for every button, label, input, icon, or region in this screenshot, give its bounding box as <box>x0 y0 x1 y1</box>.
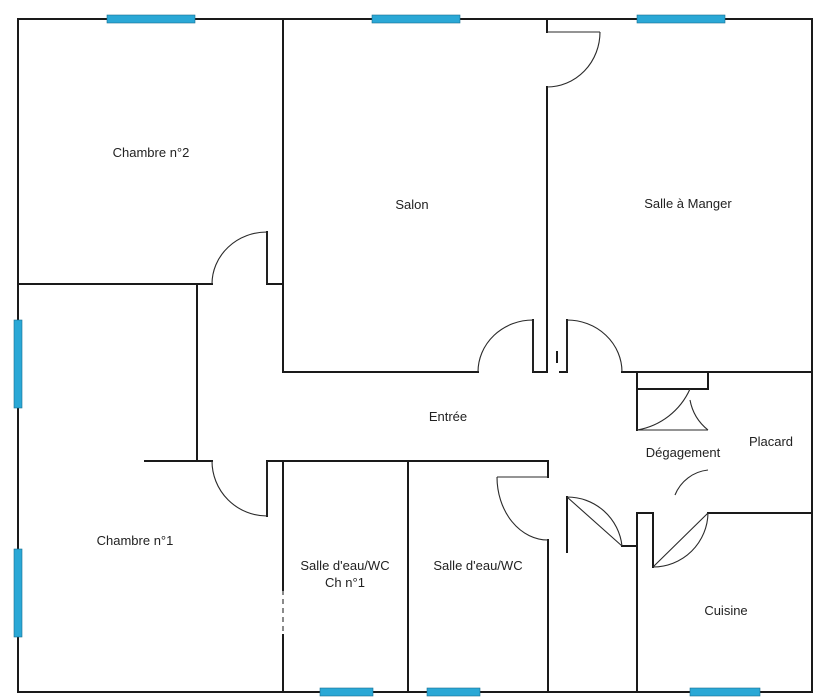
label-cuisine: Cuisine <box>704 603 747 618</box>
window-chambre1-bottom <box>13 548 23 638</box>
label-salon: Salon <box>395 197 428 212</box>
outer-walls <box>17 18 813 693</box>
door-degagement-2 <box>674 469 709 496</box>
doors <box>211 31 709 635</box>
door-salle-eau-2 <box>496 476 549 541</box>
window-salle-manger <box>636 14 726 24</box>
door-placard <box>636 388 709 431</box>
door-cuisine <box>566 496 623 547</box>
room-labels: Chambre n°2 Salon Salle à Manger Entrée … <box>97 145 793 618</box>
window-cuisine <box>689 687 761 697</box>
label-sde1-line1: Salle d'eau/WC <box>300 558 389 573</box>
label-sde1-line2: Ch n°1 <box>325 575 365 590</box>
label-placard: Placard <box>749 434 793 449</box>
label-salle-manger: Salle à Manger <box>644 196 732 211</box>
interior-walls <box>17 18 813 693</box>
window-chambre2 <box>106 14 196 24</box>
door-salon <box>477 319 534 373</box>
window-sde2 <box>426 687 481 697</box>
door-chambre2 <box>211 231 268 285</box>
door-salon-sam <box>546 31 601 88</box>
door-salle-manger <box>566 319 623 373</box>
label-entree: Entrée <box>429 409 467 424</box>
window-salon <box>371 14 461 24</box>
window-sde1 <box>319 687 374 697</box>
door-chambre1 <box>211 460 268 517</box>
door-degagement <box>652 512 709 568</box>
window-chambre1-top <box>13 319 23 409</box>
label-degagement: Dégagement <box>646 445 721 460</box>
label-chambre1: Chambre n°1 <box>97 533 174 548</box>
windows <box>13 14 761 697</box>
label-sde2: Salle d'eau/WC <box>433 558 522 573</box>
label-chambre2: Chambre n°2 <box>113 145 190 160</box>
